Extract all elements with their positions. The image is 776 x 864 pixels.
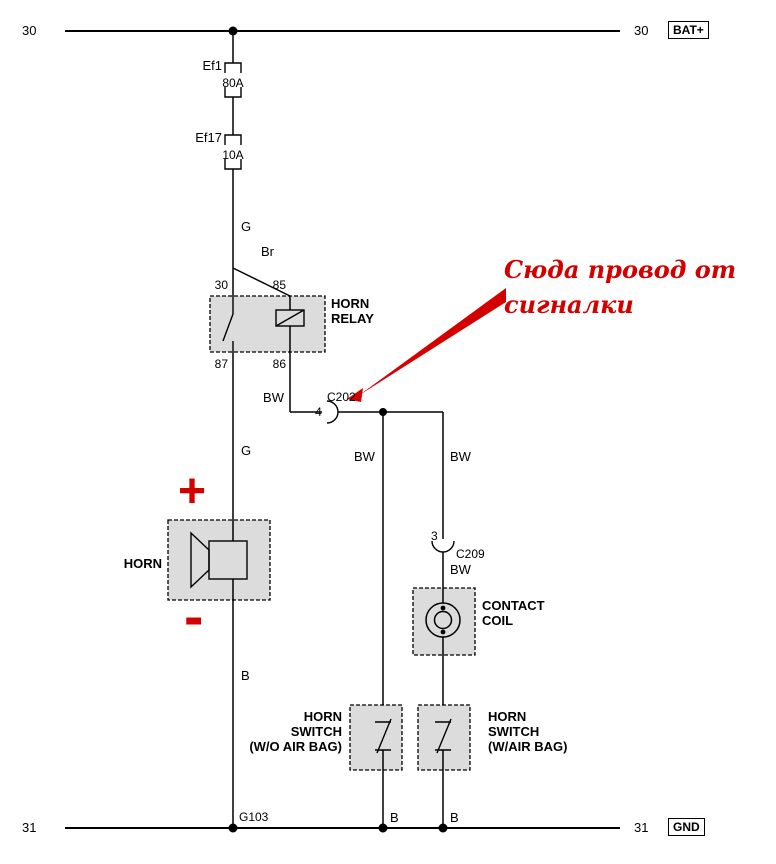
bus-lines: [65, 30, 620, 829]
fuse2-symbol: [224, 134, 242, 170]
wire-label-br: Br: [261, 244, 274, 259]
fuse1-name: Ef1: [202, 58, 222, 73]
switch-wo-line2: SWITCH: [290, 724, 342, 739]
horn-relay-label-line1: HORN: [331, 296, 370, 311]
c209-name: C209: [456, 547, 485, 561]
coil-inner-circle: [433, 610, 453, 630]
relay-pin-30: 30: [214, 278, 228, 292]
bus31-left-label: 31: [22, 820, 37, 835]
bus30-right-label: 30: [634, 23, 649, 38]
coil-dot-bottom: [440, 629, 446, 635]
switch-w-line3: (W/AIR BAG): [488, 739, 568, 754]
fuse1-rating: 80A: [222, 76, 244, 90]
horn-relay-box: [209, 295, 326, 353]
connector-symbols: [326, 400, 455, 553]
coil-dot-top: [440, 605, 446, 611]
horn-minus-sign: -: [184, 584, 204, 649]
bw-horizontal-wire: [289, 352, 443, 413]
horn-symbol: [190, 531, 248, 589]
wire-label-bw-coil: BW: [450, 562, 471, 577]
contact-coil-symbol: [425, 602, 461, 638]
switch-wo-line3: (W/O AIR BAG): [249, 739, 342, 754]
relay-pin-85: 85: [272, 278, 286, 292]
c202-name: C202: [327, 390, 356, 404]
horn-label: HORN: [123, 556, 162, 571]
junction-dot: [379, 408, 387, 416]
switch-wo-airbag-contact: [375, 718, 392, 754]
bus30-left-label: 30: [22, 23, 37, 38]
wire-label-b-main: B: [241, 668, 250, 683]
wire-label-g-upper: G: [241, 219, 252, 234]
relay-pin-87: 87: [214, 357, 228, 371]
contact-coil-box: [412, 587, 476, 656]
wire-label-b-right: B: [450, 810, 459, 825]
horn-box: [167, 519, 271, 601]
fuse1-symbol: [224, 62, 242, 98]
ground-g103-label: G103: [239, 810, 269, 824]
bat-plus-tag: BAT+: [668, 21, 709, 39]
switch-w-airbag-contact: [435, 718, 452, 754]
annotation-line2: сигналки: [504, 290, 634, 319]
switch-symbols: [375, 718, 452, 754]
red-arrow-head: [347, 388, 363, 402]
c209-connector-arc: [431, 540, 455, 553]
junction-dots: [228, 26, 448, 833]
switch-wo-line1: HORN: [303, 709, 342, 724]
contact-coil-label: CONTACT COIL: [482, 598, 545, 628]
switch-w-line1: HORN: [488, 709, 527, 724]
br-wire: [232, 267, 291, 297]
relay-coil-diagonal: [275, 309, 305, 327]
junction-dot: [378, 823, 388, 833]
horn-switch-wo-airbag-label: HORN SWITCH (W/O AIR BAG): [224, 709, 342, 754]
c202-connector-arc: [326, 400, 339, 424]
horn-trumpet: [190, 531, 210, 589]
contact-coil-label-line2: COIL: [482, 613, 514, 628]
fuse-symbols: [224, 62, 242, 170]
junction-dot: [228, 26, 238, 36]
horn-plus-sign: +: [178, 465, 207, 518]
fuse2-name: Ef17: [195, 130, 222, 145]
wire-label-b-left: B: [390, 810, 399, 825]
wire-label-bw-right: BW: [450, 449, 471, 464]
c209-pin: 3: [431, 529, 438, 543]
horn-relay-label-line2: RELAY: [331, 311, 374, 326]
junction-dot: [228, 823, 238, 833]
horn-switch-wo-airbag-box: [349, 704, 403, 771]
relay-pin-86: 86: [272, 357, 286, 371]
annotation-line1: Сюда провод от: [504, 255, 737, 284]
wire-label-bw-left: BW: [354, 449, 375, 464]
bus31-right-label: 31: [634, 820, 649, 835]
red-arrow: [347, 288, 506, 402]
wire-label-bw-relay: BW: [263, 390, 284, 405]
gnd-tag: GND: [668, 818, 705, 836]
horn-switch-w-airbag-label: HORN SWITCH (W/AIR BAG): [488, 709, 567, 754]
switch-w-line2: SWITCH: [488, 724, 540, 739]
coil-outer-circle: [425, 602, 461, 638]
contact-coil-label-line1: CONTACT: [482, 598, 545, 613]
c202-pin: 4: [315, 405, 322, 419]
wires: [232, 31, 444, 828]
junction-dot: [438, 823, 448, 833]
horn-relay-label: HORN RELAY: [331, 296, 374, 326]
red-arrow-shaft: [358, 288, 506, 396]
wire-label-g-lower: G: [241, 443, 252, 458]
fuse2-rating: 10A: [222, 148, 244, 162]
relay-contact: [222, 296, 234, 352]
relay-internals: [222, 296, 305, 352]
